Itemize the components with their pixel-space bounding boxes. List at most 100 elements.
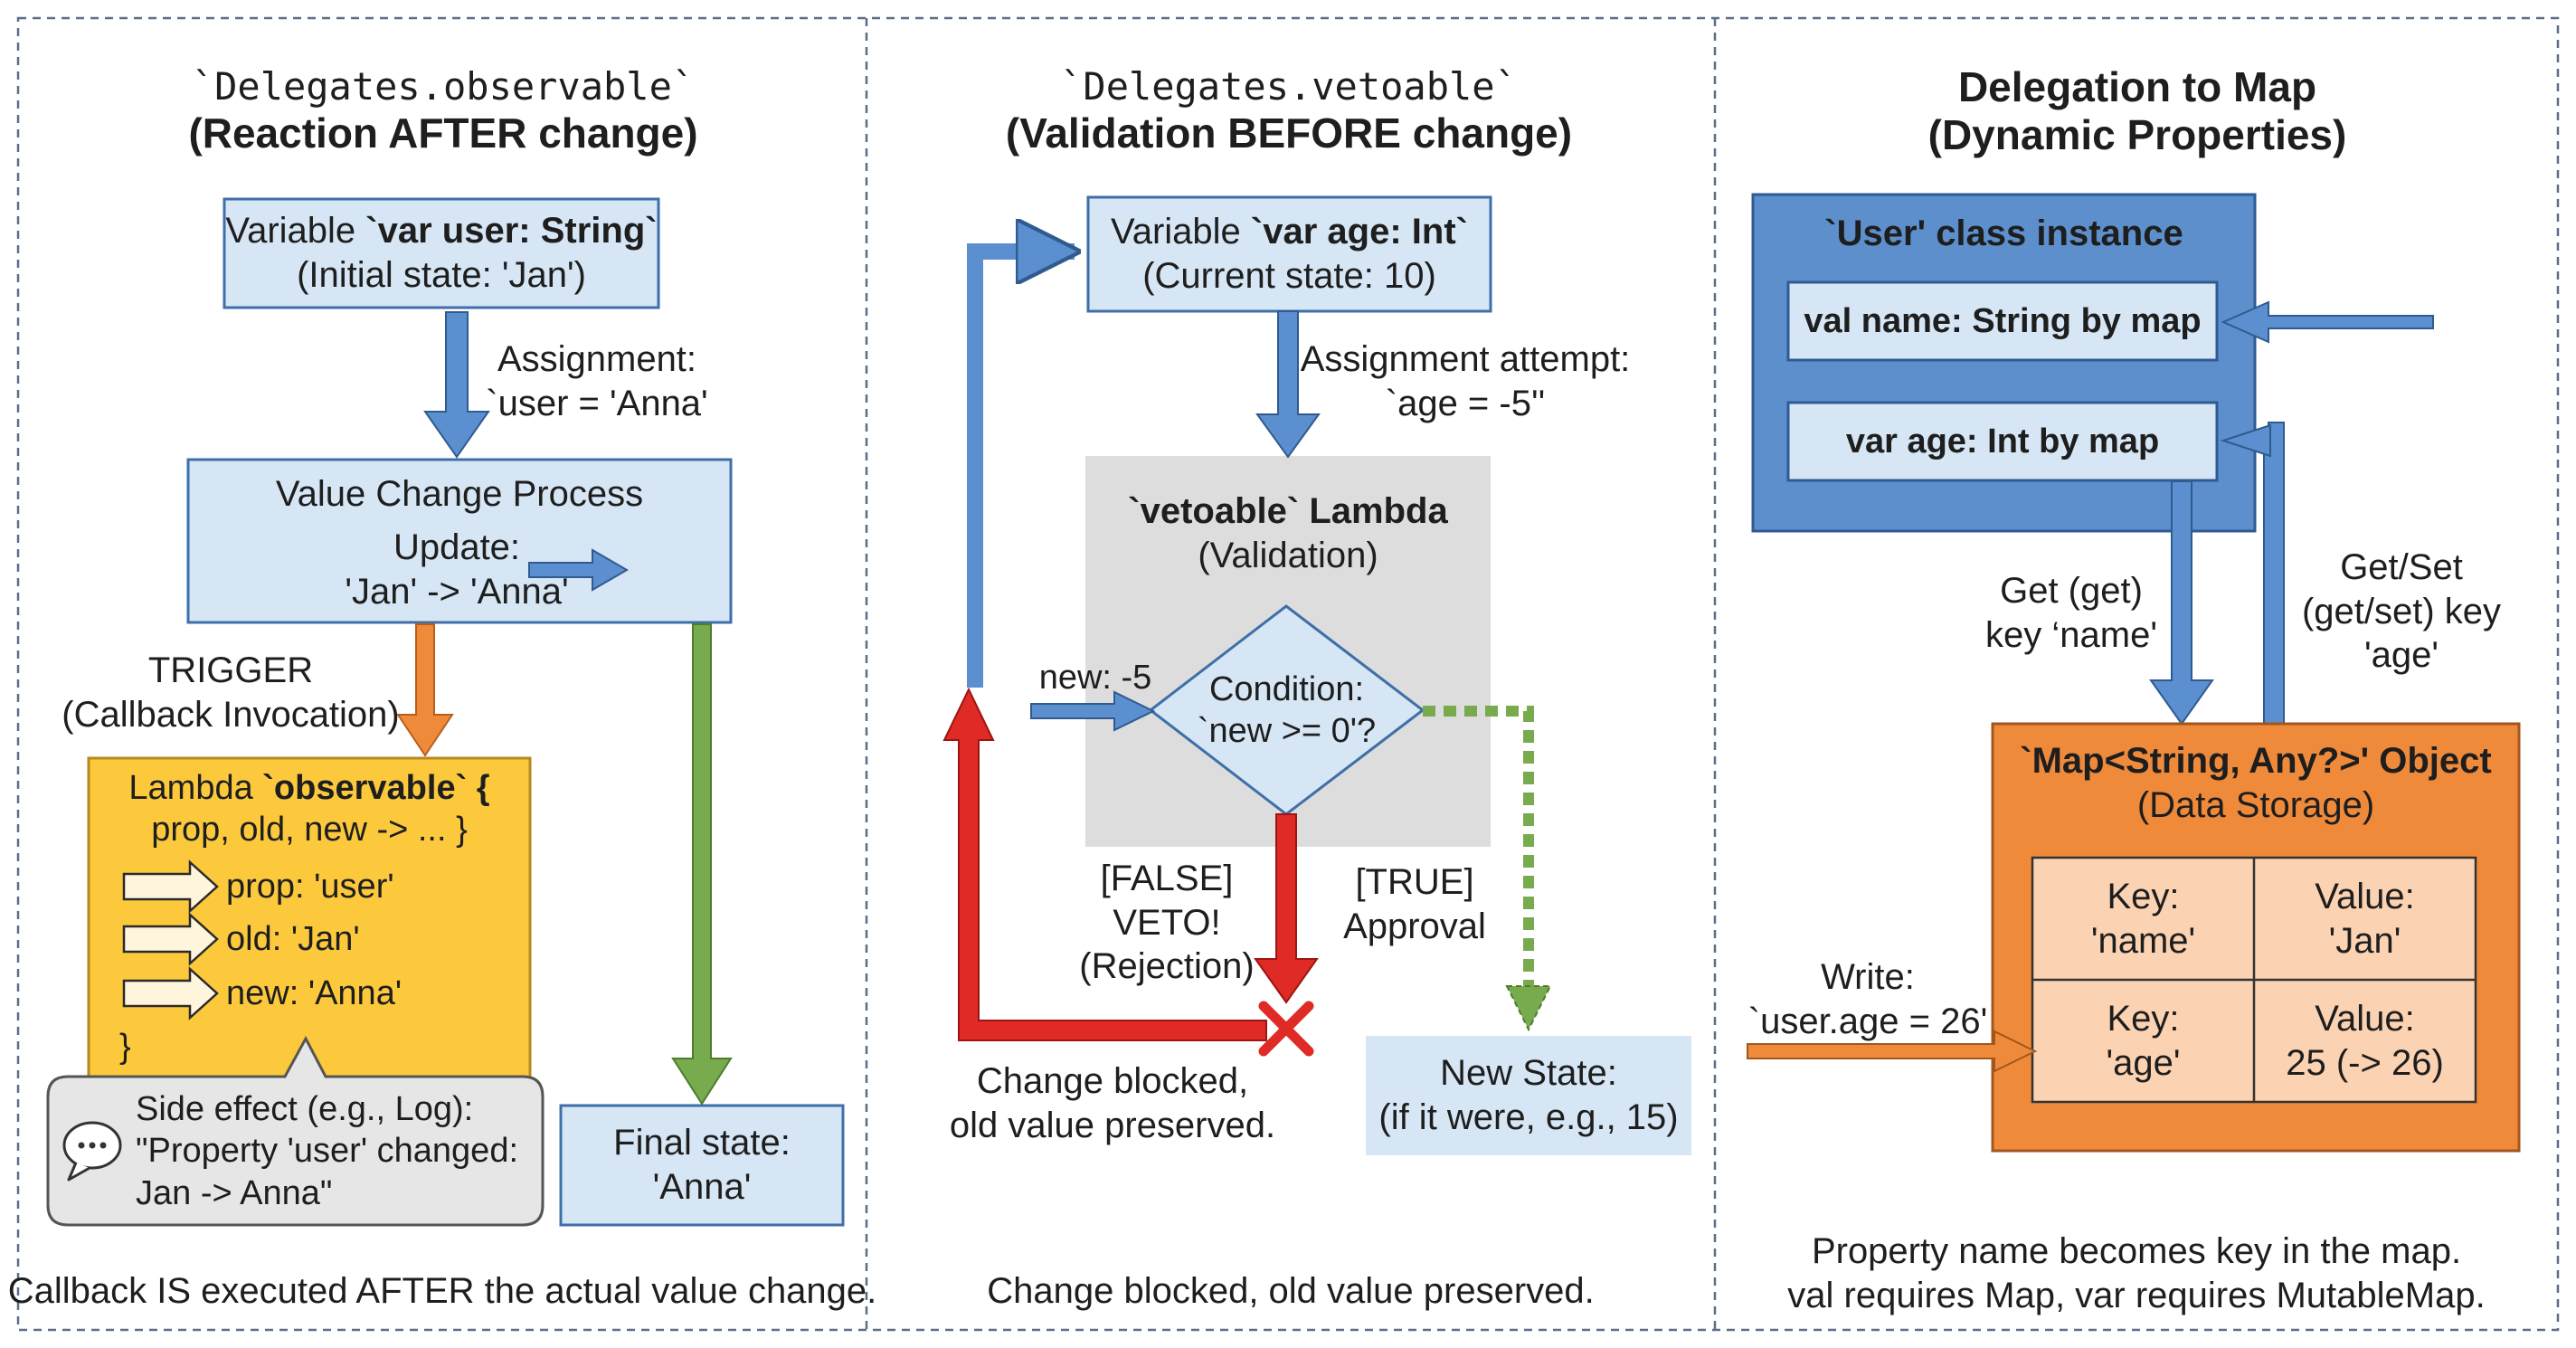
p3-cell-1-line1: Value: (2315, 876, 2415, 916)
p2-blocked-line2: old value preserved. (949, 1106, 1276, 1145)
p1-var-box-text: Variable `var user: String` (Initial sta… (224, 199, 658, 308)
p3-title-line1: Delegation to Map (1957, 62, 2317, 110)
p3-map-title-line: `Map<String, Any?>' Object (2020, 741, 2492, 782)
p2-new-label: new: -5 (1038, 658, 1152, 697)
p1-final-line2: 'Anna' (652, 1167, 752, 1207)
p2-new-state-text: New State: (if it were, e.g., 15) (1366, 1036, 1691, 1155)
p1-process-title: Value Change Process (275, 473, 644, 514)
p1-side-line1: Side effect (e.g., Log): (136, 1089, 474, 1128)
p2-blocked-line1: Change blocked, (976, 1061, 1249, 1102)
p3-cell-value-name: Value: 'Jan' (2254, 858, 2476, 980)
p2-title-code: `Delegates.vetoable` (1060, 63, 1518, 109)
p2-title: `Delegates.vetoable` (Validation BEFORE … (904, 62, 1673, 161)
p1-var-code: `var user: String` (365, 211, 658, 252)
p3-map-title: `Map<String, Any?>' Object (Data Storage… (1993, 738, 2519, 829)
p3-prop-name-box (1786, 280, 2219, 362)
p1-side-effect-bubble (46, 1035, 545, 1227)
p2-true-line2: Approval (1343, 907, 1486, 946)
param-arrow-prop (122, 859, 219, 914)
p3-get-line2: key ‘name' (1985, 615, 2157, 655)
p3-cell-2-line1: Key: (2107, 998, 2180, 1039)
p1-trigger-label: TRIGGER (Callback Invocation) (45, 648, 416, 738)
p2-assign-label: Assignment attempt: `age = -5'' (1293, 337, 1637, 427)
p1-title-text: (Reaction AFTER change) (188, 109, 698, 157)
p2-assign-line1: Assignment attempt: (1300, 339, 1631, 380)
p1-param-new: new: 'Anna' (226, 973, 402, 1012)
p3-cell-2-line2: 'age' (2106, 1042, 2181, 1083)
p2-var-box (1086, 195, 1492, 313)
p2-title-text: (Validation BEFORE change) (1005, 109, 1573, 157)
p3-get-label: Get (get) key ‘name' (1972, 568, 2171, 659)
p2-true-label: [TRUE] Approval (1326, 861, 1503, 948)
p3-prop-age: var age: Int by map (1845, 422, 2160, 460)
p3-cell-3-line1: Value: (2315, 998, 2415, 1039)
p1-title-code: `Delegates.observable` (191, 63, 696, 109)
p1-side-line2: "Property 'user' changed: (136, 1132, 519, 1171)
p2-approval-arrowhead (1505, 985, 1552, 1032)
p2-lambda-title: `vetoable` Lambda (Validation) (1085, 489, 1491, 579)
param-arrow-old (122, 912, 219, 966)
p1-assign-line2: `user = 'Anna' (486, 384, 708, 423)
p3-cell-0-line2: 'name' (2090, 920, 2196, 961)
p1-update-line2: 'Jan' -> 'Anna' (345, 572, 569, 612)
p1-assign-label: Assignment: `user = 'Anna' (479, 337, 715, 427)
p3-getset-line1: Get/Set (2340, 546, 2463, 587)
p1-param-prop: prop: 'user' (226, 867, 394, 906)
p1-param-old: old: 'Jan' (226, 919, 360, 958)
p2-lambda-sub: (Validation) (1198, 536, 1378, 575)
p2-lambda-title-line: `vetoable` Lambda (1128, 491, 1448, 532)
p1-trigger-line1: TRIGGER (147, 650, 314, 691)
p1-title: `Delegates.observable` (Reaction AFTER c… (72, 62, 814, 161)
p3-getset-label: Get/Set (get/set) key 'age' (2288, 546, 2514, 676)
p3-write-label: Write: `user.age = 26' (1746, 954, 1990, 1045)
p2-new-state-line1: New State: (1440, 1053, 1617, 1094)
p2-false-line2: VETO! (1113, 902, 1221, 943)
p3-cell-1-line2: 'Jan' (2328, 920, 2401, 961)
p3-prop-age-box (1786, 401, 2219, 482)
p3-caption: Property name becomes key in the map. va… (1717, 1226, 2556, 1321)
p2-assign-arrow (1255, 310, 1321, 459)
p1-final-arrow (671, 623, 733, 1106)
p3-cell-key-name: Key: 'name' (2032, 858, 2254, 980)
speech-bubble-icon (62, 1121, 122, 1182)
p2-veto-arrow-down (1254, 813, 1319, 1004)
p1-lambda-pre: Lambda (128, 768, 263, 807)
p2-new-state-box (1366, 1036, 1691, 1155)
p2-var-box-text: Variable `var age: Int` (Current state: … (1088, 197, 1491, 311)
p1-var-pre: Variable (225, 211, 366, 252)
p3-write-arrow (1747, 1030, 2038, 1073)
p3-title: Delegation to Map (Dynamic Properties) (1719, 60, 2556, 163)
p3-map-sub: (Data Storage) (2136, 785, 2375, 825)
p1-lambda-line1: Lambda `observable` { (128, 767, 489, 809)
p3-caption-line1: Property name becomes key in the map. (1811, 1230, 2462, 1271)
p2-approval-line (1423, 706, 1534, 991)
p1-update-line1: Update: (393, 527, 521, 568)
p3-caption-line2: val requires Map, var requires MutableMa… (1787, 1275, 2486, 1315)
p2-condition-line1: Condition: (1208, 669, 1365, 708)
p3-getset-line2: (get/set) key (2301, 591, 2502, 631)
p1-process-update: Update: 'Jan' -> 'Anna' (326, 525, 588, 615)
p1-final-text: Final state: 'Anna' (561, 1106, 843, 1225)
p3-title-line2: (Dynamic Properties) (1927, 111, 2347, 158)
p2-var-line1: Variable `var age: Int` (1111, 210, 1468, 254)
param-arrow-new (122, 966, 219, 1020)
p1-var-line2: (Initial state: 'Jan') (297, 255, 586, 295)
p1-assign-arrow (423, 311, 490, 459)
p2-var-line2: (Current state: 10) (1142, 256, 1436, 296)
p2-retry-loop-arrow (967, 252, 1075, 688)
p1-var-line1: Variable `var user: String` (225, 209, 657, 253)
p3-cell-3-line2: 25 (-> 26) (2286, 1042, 2444, 1083)
p3-cell-key-age: Key: 'age' (2032, 980, 2254, 1102)
p3-name-in-arrow (2221, 300, 2434, 344)
p1-param-arrows (122, 859, 219, 1020)
p2-assign-line2: `age = -5'' (1385, 384, 1546, 423)
p3-get-line1: Get (get) (2000, 571, 2143, 612)
p3-prop-name: val name: String by map (1804, 301, 2202, 340)
cross-icon (1258, 1001, 1314, 1057)
p2-var-pre: Variable (1111, 212, 1251, 252)
p1-assign-line1: Assignment: (497, 339, 697, 380)
p2-false-line1: [FALSE] (1100, 858, 1234, 898)
p1-final-box (559, 1104, 845, 1227)
